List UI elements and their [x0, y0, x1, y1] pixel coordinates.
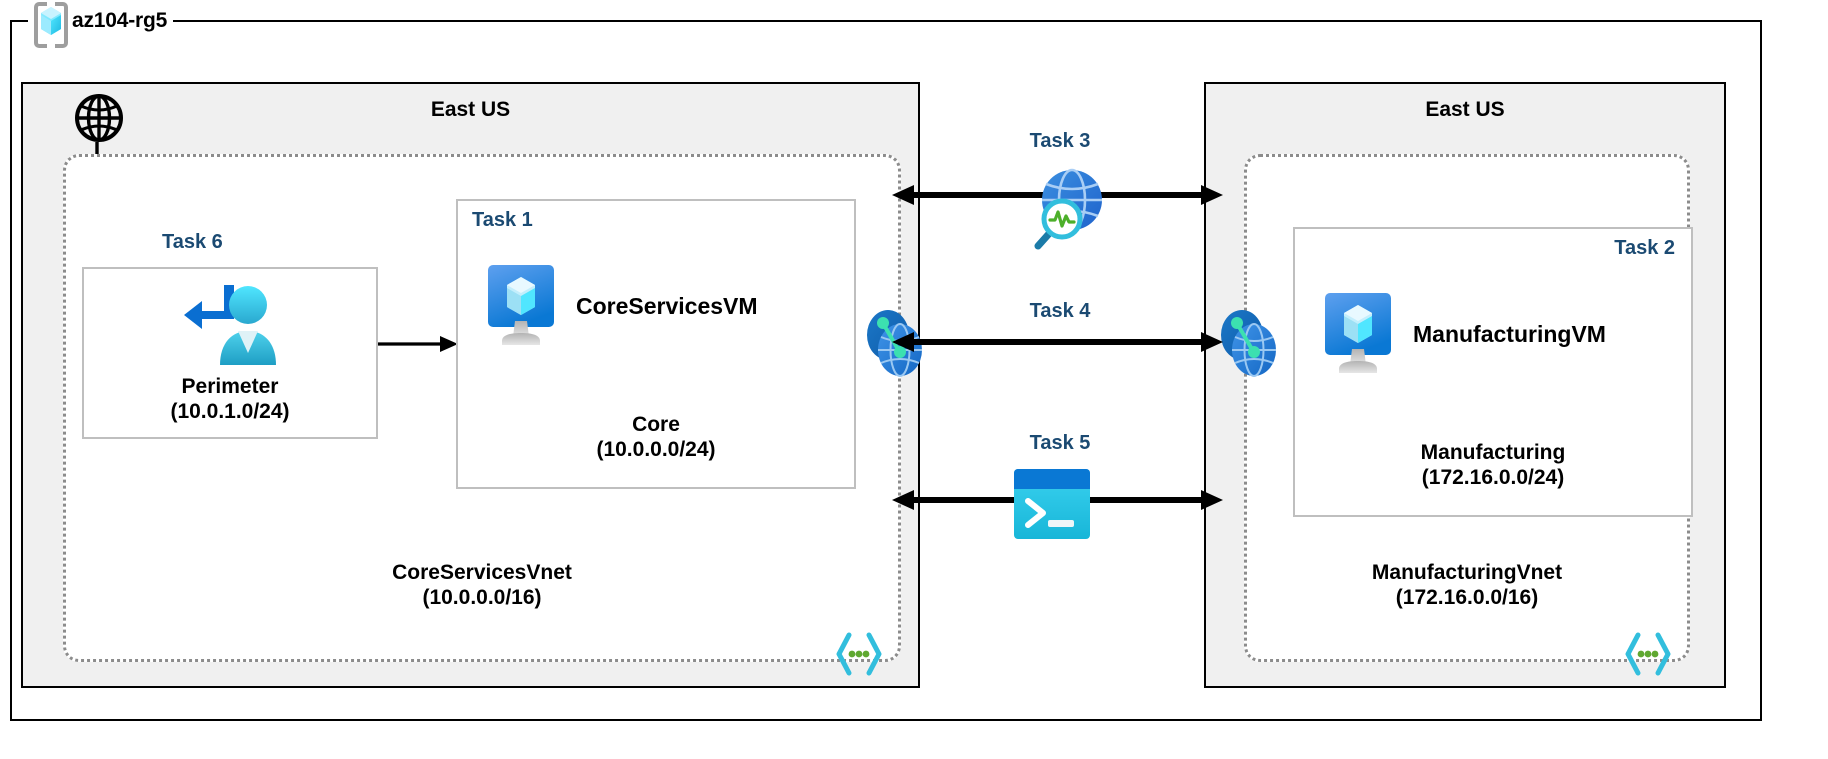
bastion-user-icon	[180, 281, 284, 365]
vm-manufacturing-name: ManufacturingVM	[1413, 320, 1606, 347]
cloud-shell-terminal-icon	[1010, 465, 1094, 543]
task4-double-arrow	[890, 331, 1225, 353]
azure-resource-group-icon	[34, 1, 68, 48]
subnet-manufacturing-name: Manufacturing	[1420, 440, 1566, 464]
task-label-5: Task 5	[1029, 432, 1091, 454]
subnet-perimeter-cidr: (10.0.1.0/24)	[170, 400, 290, 424]
vnet-corner-icon	[836, 632, 882, 676]
perimeter-to-core-arrow	[378, 335, 460, 353]
task-label-6: Task 6	[162, 231, 223, 253]
region-east-us-right: East US Task 2	[1204, 82, 1726, 688]
vnet-manufacturing-name: ManufacturingVnet	[1371, 560, 1563, 584]
vnet-peering-endpoint-icon-right	[1216, 305, 1280, 381]
internet-globe-icon	[73, 92, 125, 144]
region-title-left: East US	[430, 98, 511, 121]
vnet-coreservices-name: CoreServicesVnet	[392, 560, 572, 584]
task-label-1: Task 1	[472, 209, 533, 231]
subnet-manufacturing: Task 2 ManufacturingVM	[1293, 227, 1693, 517]
virtual-machine-icon	[482, 263, 560, 349]
resource-group-label: az104-rg5	[28, 2, 174, 48]
task-label-4: Task 4	[1029, 300, 1091, 322]
subnet-perimeter-caption: Perimeter (10.0.1.0/24)	[84, 374, 376, 425]
subnet-manufacturing-caption: Manufacturing (172.16.0.0/24)	[1295, 440, 1691, 491]
vnet-corner-icon	[1625, 632, 1671, 676]
network-watcher-icon	[1022, 164, 1108, 250]
task-label-2: Task 2	[1614, 237, 1675, 259]
vnet-manufacturing: Task 2 ManufacturingVM	[1244, 154, 1693, 676]
virtual-machine-icon	[1319, 291, 1397, 377]
subnet-perimeter-name: Perimeter	[181, 374, 279, 398]
region-title-right: East US	[1425, 98, 1505, 121]
task-label-3: Task 3	[1029, 130, 1091, 152]
vnet-manufacturing-cidr: (172.16.0.0/16)	[1395, 586, 1539, 610]
subnet-perimeter: Perimeter (10.0.1.0/24)	[82, 267, 378, 439]
resource-group-frame	[10, 20, 1762, 721]
vm-manufacturing: ManufacturingVM	[1319, 291, 1606, 377]
subnet-core-caption: Core (10.0.0.0/24)	[458, 412, 854, 463]
subnet-core: Task 1	[456, 199, 856, 489]
subnet-core-name: Core	[632, 412, 680, 436]
vm-coreservices-name: CoreServicesVM	[576, 292, 758, 319]
subnet-core-cidr: (10.0.0.0/24)	[596, 438, 716, 462]
vnet-coreservices-caption: CoreServicesVnet (10.0.0.0/16)	[66, 560, 898, 611]
vnet-coreservices: Task 6	[63, 154, 901, 676]
region-east-us-left: East US Task 6	[21, 82, 920, 688]
resource-group-name: az104-rg5	[72, 9, 168, 32]
vm-coreservices: CoreServicesVM	[482, 263, 758, 349]
subnet-manufacturing-cidr: (172.16.0.0/24)	[1421, 466, 1565, 490]
vnet-manufacturing-caption: ManufacturingVnet (172.16.0.0/16)	[1247, 560, 1687, 611]
vnet-coreservices-cidr: (10.0.0.0/16)	[422, 586, 542, 610]
